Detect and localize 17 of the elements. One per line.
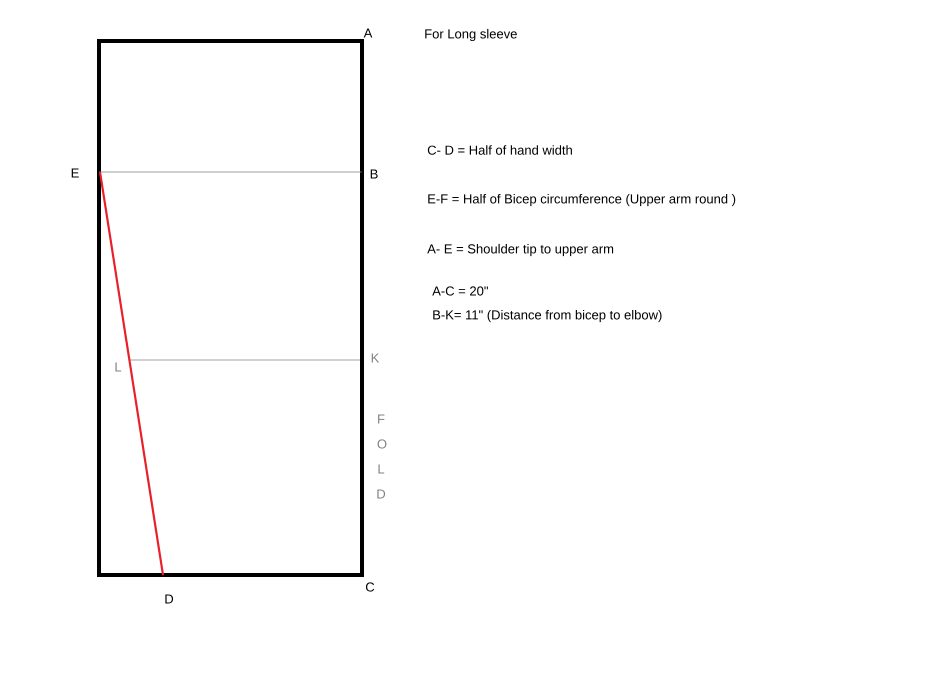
point-label: C: [366, 582, 374, 592]
fold-letter: F: [378, 414, 384, 424]
note-text: A-C = 20": [432, 286, 488, 296]
fold-letter: O: [378, 439, 386, 449]
note-text: B-K= 11" (Distance from bicep to elbow): [433, 310, 662, 322]
note-text: E-F = Half of Bicep circumference (Upper arm round ): [428, 194, 736, 206]
point-label: K: [372, 354, 380, 362]
point-label: D: [165, 594, 174, 604]
point-label: E: [72, 168, 79, 178]
fold-letter: D: [377, 490, 386, 498]
note-text: A- E = Shoulder tip to upper arm: [427, 244, 614, 256]
point-label: B: [370, 170, 378, 178]
point-label: A: [364, 28, 372, 38]
title: For Long sleeve: [425, 28, 517, 42]
point-label: L: [115, 362, 122, 372]
note-text: C- D = Half of hand width: [428, 145, 572, 155]
fold-letter: L: [378, 464, 384, 474]
